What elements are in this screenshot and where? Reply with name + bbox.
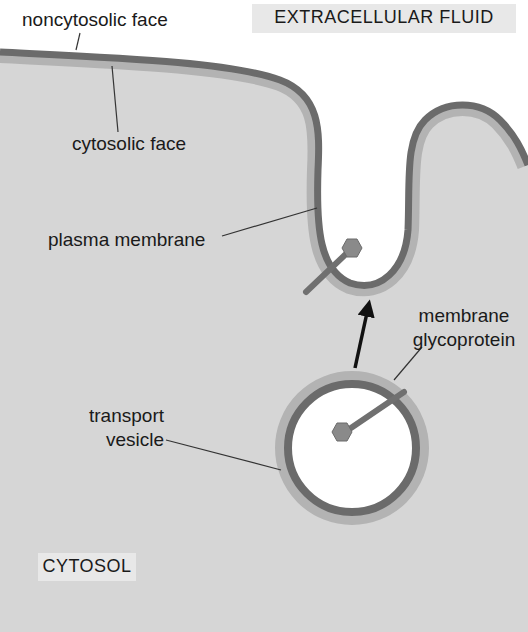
part-label: transport vesicle [60,404,164,452]
glycoprotein-sugar [342,239,362,257]
leader-line [222,208,317,236]
glycoprotein-stalk [306,252,348,292]
region-name: EXTRACELLULAR FLUID [252,4,516,31]
leader-line [166,440,281,470]
vesicle-noncytosolic-leaflet [288,384,416,512]
leader-line [394,347,422,380]
noncytosolic-leaflet [0,52,528,285]
leader-line [76,33,80,50]
part-label: membrane glycoprotein [402,304,526,352]
region-name: CYTOSOL [38,553,136,580]
part-label: cytosolic face [72,132,222,156]
region-label-box: CYTOSOL [38,553,136,581]
cytosol-region [0,52,528,632]
glycoprotein-sugar [332,423,352,441]
part-label: plasma membrane [48,228,218,252]
vesicle-cytosolic-leaflet [280,376,424,520]
region-label-box: EXTRACELLULAR FLUID [252,4,516,33]
leader-line [112,66,118,132]
part-label: noncytosolic face [22,8,192,32]
glycoprotein-stalk [348,392,404,430]
fusion-arrow [355,308,368,368]
cytosolic-leaflet [0,52,528,285]
